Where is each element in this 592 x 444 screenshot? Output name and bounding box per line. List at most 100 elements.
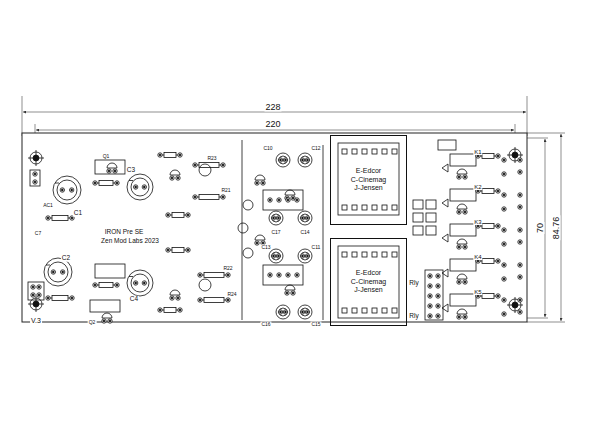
transformer-pin xyxy=(352,149,357,154)
film-cap-inner xyxy=(279,308,287,316)
transformer-pin xyxy=(372,252,377,257)
pad xyxy=(255,181,259,185)
diode-symbol xyxy=(442,269,448,277)
pad-hole xyxy=(464,211,466,213)
pad xyxy=(70,296,74,300)
crosshair xyxy=(36,150,37,166)
pad xyxy=(436,294,440,298)
pad-hole xyxy=(503,159,505,161)
cap-inner xyxy=(131,178,149,196)
pad-hole xyxy=(519,206,521,208)
pad-hole xyxy=(32,286,34,288)
pad-ring xyxy=(238,223,248,233)
pad-hole xyxy=(167,214,169,216)
pad-hole xyxy=(307,217,309,219)
film-cap-inner xyxy=(301,308,309,316)
pad xyxy=(518,158,522,162)
pad xyxy=(193,163,197,167)
pad xyxy=(295,198,299,202)
dimension-label: 220 xyxy=(264,120,281,129)
pad xyxy=(436,274,440,278)
diode-symbol xyxy=(442,304,448,312)
relay-symbol xyxy=(450,224,476,236)
transformer-pin xyxy=(342,149,347,154)
pad-hole xyxy=(503,299,505,301)
pad xyxy=(276,254,280,258)
pad-hole xyxy=(503,229,505,231)
pad xyxy=(69,188,73,192)
jumper-pad xyxy=(426,213,436,222)
pad-hole xyxy=(194,196,196,198)
transistor-symbol xyxy=(255,235,265,240)
resistor-symbol xyxy=(199,163,219,168)
pad-hole xyxy=(135,186,137,188)
pad xyxy=(283,158,287,162)
relay-symbol xyxy=(450,189,476,201)
pad-hole xyxy=(262,182,264,184)
pad xyxy=(268,198,272,202)
transformer-pin xyxy=(392,252,397,257)
pad-hole xyxy=(159,309,161,311)
diode-bridge xyxy=(199,164,211,176)
pad-hole xyxy=(194,164,196,166)
transformer-pin xyxy=(372,205,377,210)
pad-hole xyxy=(296,199,298,201)
pad-hole xyxy=(307,255,309,257)
transformer-brand: C-Cinemag xyxy=(349,176,388,185)
pad xyxy=(436,304,440,308)
trace xyxy=(242,140,243,320)
pad-hole xyxy=(171,297,173,299)
header xyxy=(263,265,303,285)
resistor-symbol xyxy=(164,153,176,158)
pad xyxy=(278,158,282,162)
pad xyxy=(291,291,295,295)
pad-hole xyxy=(519,241,521,243)
pad-hole xyxy=(34,173,36,175)
pad-hole xyxy=(503,264,505,266)
pad xyxy=(93,283,97,287)
resistor-symbol xyxy=(99,283,113,288)
pad xyxy=(518,263,522,267)
pad-hole xyxy=(52,271,54,273)
transistor-symbol xyxy=(457,239,467,244)
pad xyxy=(502,193,506,197)
part-name: C13 xyxy=(260,245,271,250)
pad xyxy=(496,189,500,193)
pad-hole xyxy=(61,189,63,191)
pad xyxy=(428,294,432,298)
transistor-symbol xyxy=(255,175,265,180)
transformer-footprint: E-EdcorC-CinemagJ-Jensen xyxy=(330,135,407,225)
jumper-pad xyxy=(413,200,423,209)
pad-hole xyxy=(227,299,229,301)
pad-hole xyxy=(519,311,521,313)
film-cap xyxy=(298,153,312,167)
pad xyxy=(428,284,432,288)
pad-hole xyxy=(179,154,181,156)
pad xyxy=(107,169,111,173)
pad xyxy=(518,275,522,279)
transformer-pin xyxy=(342,205,347,210)
electrolytic-cap xyxy=(53,176,81,204)
pad xyxy=(457,280,461,284)
pad-hole xyxy=(302,255,304,257)
pad xyxy=(428,304,432,308)
resistor-symbol xyxy=(172,248,184,253)
pad-hole xyxy=(429,285,431,287)
pad xyxy=(102,319,106,323)
pad-hole xyxy=(116,182,118,184)
part-name: K4 xyxy=(473,254,482,260)
pad-hole xyxy=(159,154,161,156)
pad xyxy=(51,270,55,274)
film-cap xyxy=(269,211,283,225)
pad xyxy=(428,314,432,318)
pad-hole xyxy=(497,155,499,157)
transformer-pin xyxy=(352,308,357,313)
part-name: C17 xyxy=(270,230,281,235)
diode-symbol xyxy=(442,199,448,207)
transformer-pin xyxy=(362,205,367,210)
resistor-symbol xyxy=(482,154,494,159)
pad-hole xyxy=(519,171,521,173)
pad xyxy=(502,228,506,232)
pad xyxy=(518,193,522,197)
pad-hole xyxy=(286,292,288,294)
